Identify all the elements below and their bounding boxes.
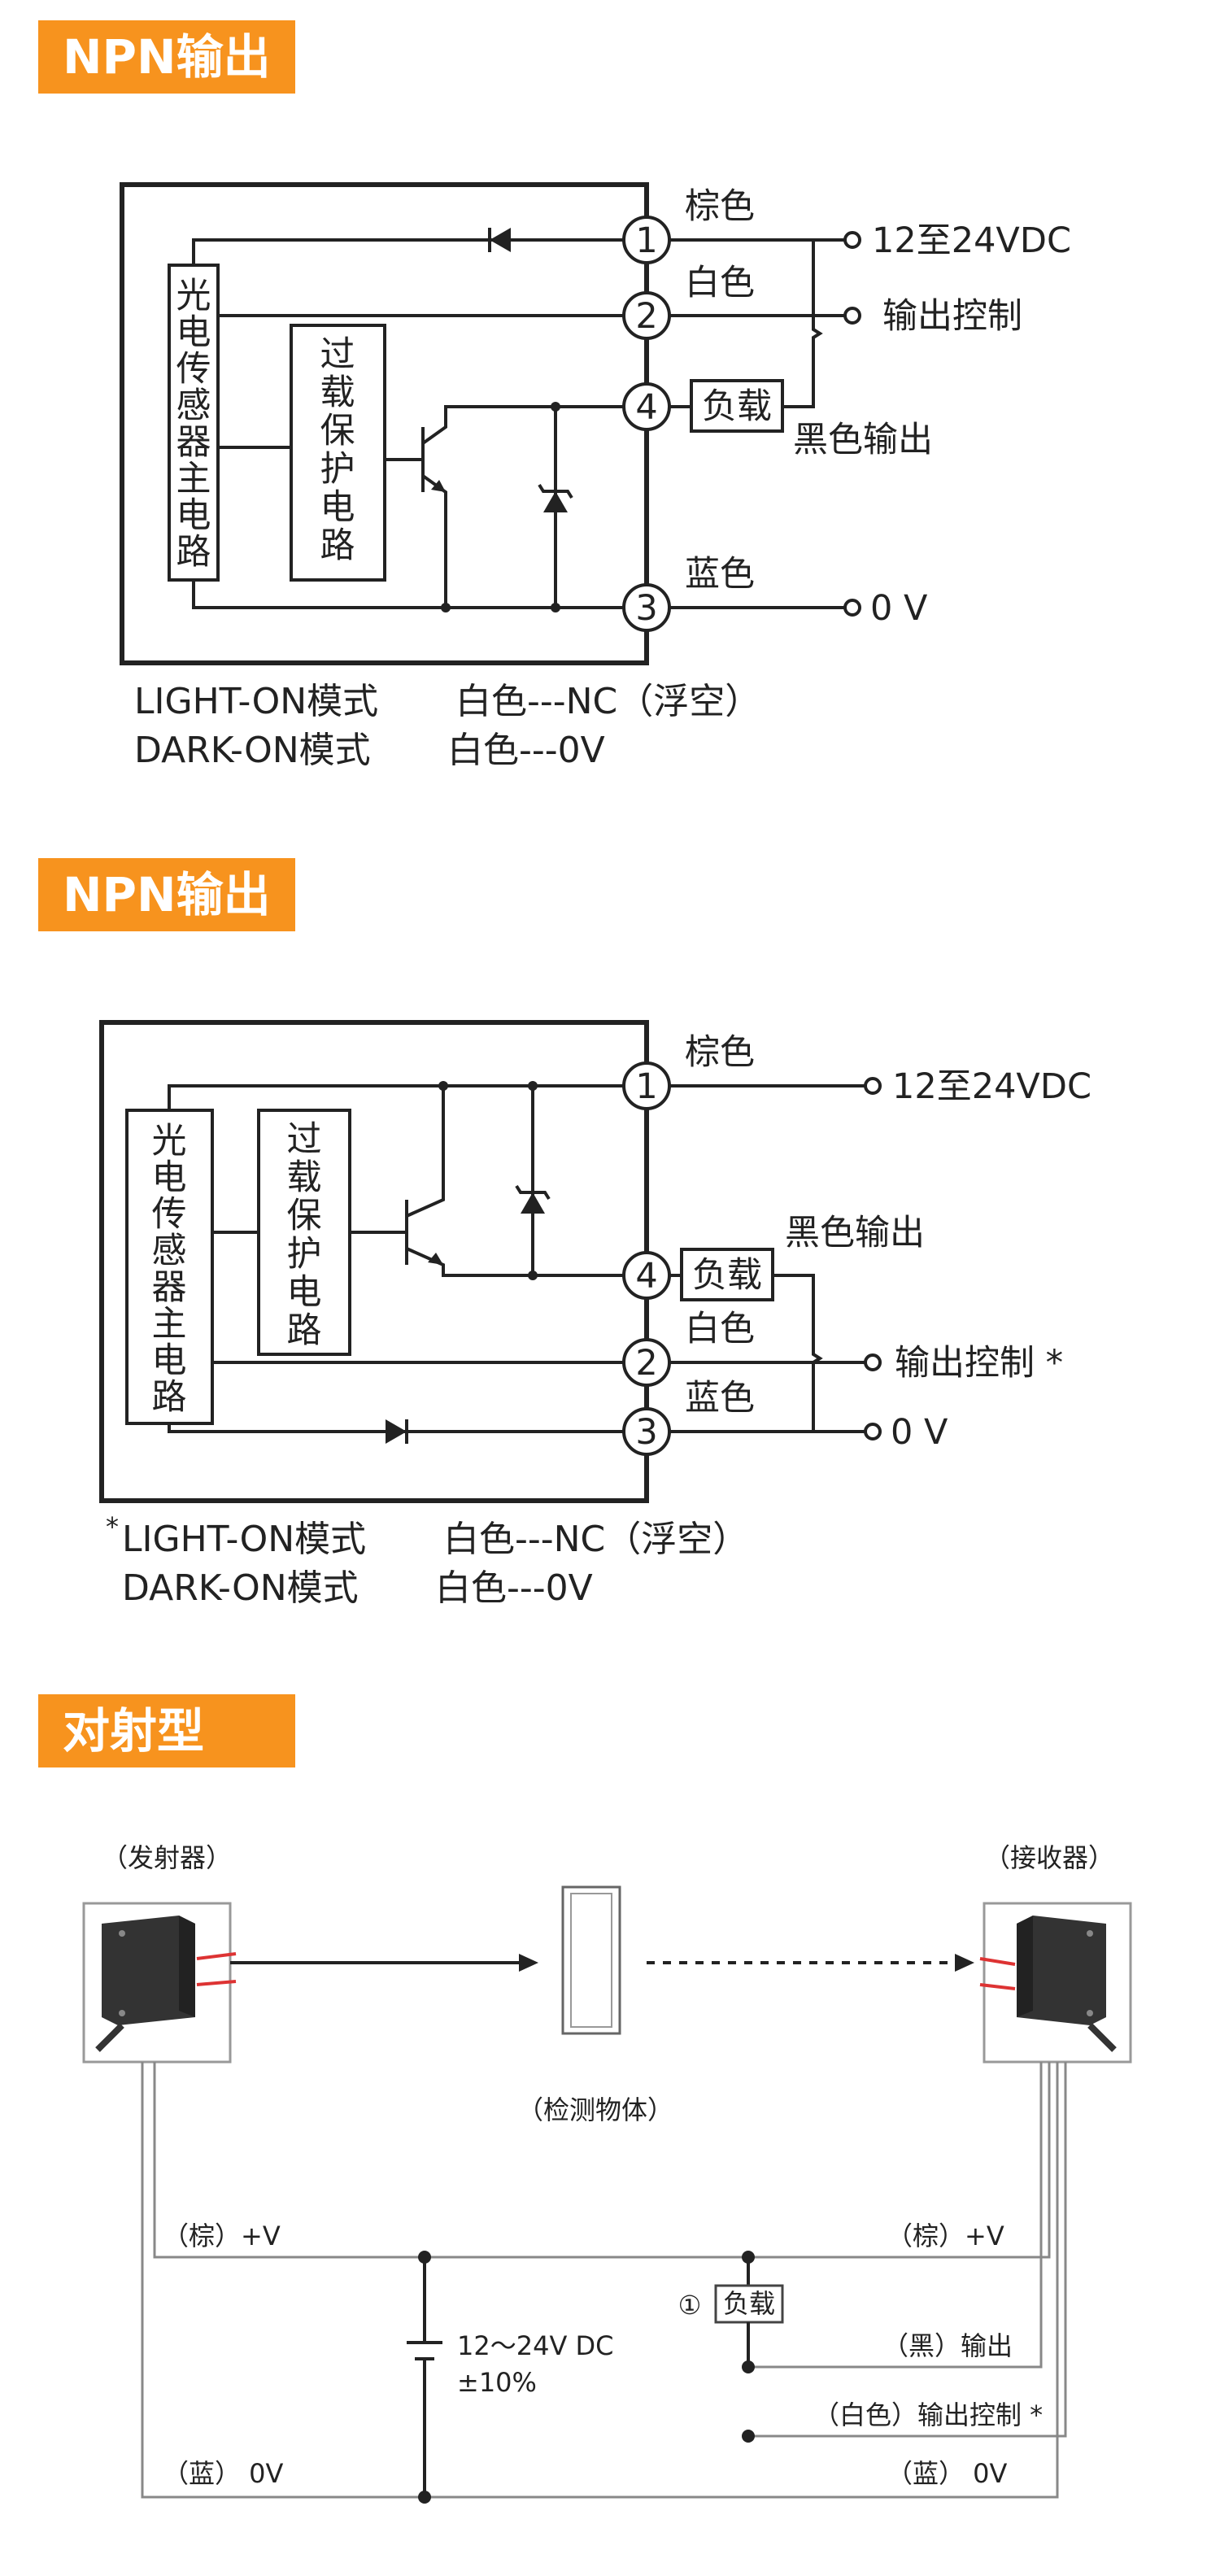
svg-text:护: 护	[287, 1234, 322, 1275]
supply-label-2: 12至24VDC	[892, 1066, 1091, 1107]
svg-text:传: 传	[152, 1194, 187, 1235]
svg-text:过: 过	[320, 334, 355, 375]
svg-text:电: 电	[176, 312, 211, 353]
blue-wire	[141, 2062, 1059, 2499]
section-header-npn-2: NPN输出	[38, 858, 295, 931]
blue-right-label: （蓝） 0V	[887, 2458, 1008, 2489]
mode-dark-on-value: 白色---0V	[447, 730, 605, 771]
black-output-label: 黑色输出	[793, 420, 933, 460]
main-circuit-label-2: 光 电 传 感 器 主 电 路	[152, 1121, 187, 1418]
svg-text:主: 主	[152, 1304, 187, 1345]
detection-object	[561, 1885, 621, 2035]
svg-text:1: 1	[635, 1066, 657, 1107]
svg-text:载: 载	[287, 1157, 322, 1198]
diode-icon-2	[386, 1419, 407, 1444]
supply-voltage-label: 12～24V DC	[457, 2330, 614, 2361]
svg-text:器: 器	[152, 1267, 187, 1308]
diode-icon	[490, 228, 511, 252]
wire2-white-label: 白色	[685, 1309, 755, 1349]
svg-text:电: 电	[320, 487, 355, 528]
svg-text:电: 电	[152, 1340, 187, 1381]
svg-text:路: 路	[152, 1377, 187, 1418]
overload-circuit-label: 过 载 保 护 电 路	[320, 334, 355, 566]
control-label-2: 输出控制 *	[895, 1343, 1063, 1384]
brown-wire	[153, 2062, 1051, 2259]
section-header-through-beam: 对射型	[38, 1694, 295, 1767]
svg-text:路: 路	[287, 1310, 322, 1351]
blue-left-label: （蓝） 0V	[163, 2458, 284, 2489]
svg-text:器: 器	[176, 422, 211, 463]
zener-diode-icon	[543, 491, 568, 512]
supply-tolerance-label: ±10%	[457, 2367, 537, 2398]
svg-text:过: 过	[287, 1119, 322, 1160]
svg-text:1: 1	[635, 220, 657, 261]
svg-text:4: 4	[635, 1256, 657, 1297]
control-label: 输出控制	[882, 296, 1022, 337]
svg-text:电: 电	[287, 1272, 322, 1313]
svg-text:电: 电	[176, 495, 211, 536]
svg-text:路: 路	[320, 525, 355, 566]
wire-blue-label: 蓝色	[685, 554, 755, 595]
wire2-blue-label: 蓝色	[685, 1378, 755, 1419]
svg-text:保: 保	[320, 411, 355, 451]
svg-text:保: 保	[287, 1196, 322, 1236]
white-wire	[748, 2062, 1067, 2438]
svg-text:电: 电	[152, 1157, 187, 1198]
svg-text:2: 2	[635, 1343, 657, 1384]
wire-1	[192, 238, 626, 265]
svg-text:3: 3	[635, 588, 657, 629]
svg-text:主: 主	[176, 459, 211, 499]
svg-text:3: 3	[635, 1412, 657, 1453]
receiver-sensor	[979, 1902, 1132, 2064]
npn-circuit-diagram-1: 光 电 传 感 器 主 电 路 过 载 保 护 电 路 1 2 4 3	[120, 182, 1071, 771]
wire-brown-label: 棕色	[685, 186, 755, 227]
black-output-label-2: 黑色输出	[785, 1213, 925, 1253]
svg-text:光: 光	[152, 1121, 187, 1162]
wire2-3	[168, 1423, 626, 1433]
wire2-1	[168, 1084, 626, 1110]
emitter-sensor	[82, 1902, 237, 2064]
mode-light-on: LIGHT-ON模式	[134, 681, 378, 722]
zener-diode-icon-2	[521, 1192, 545, 1214]
npn-circuit-diagram-2: 光 电 传 感 器 主 电 路 过 载 保 护 电 路 1 4 2 3 负载	[99, 1020, 1091, 1609]
svg-text:感: 感	[176, 386, 211, 426]
section-header-npn-1: NPN输出	[38, 20, 295, 94]
wire2-brown-label: 棕色	[685, 1032, 755, 1073]
overload-circuit-box	[290, 324, 386, 582]
overload-circuit-label-2: 过 载 保 护 电 路	[287, 1119, 322, 1351]
black-wire	[748, 2062, 1043, 2369]
svg-text:4: 4	[635, 387, 657, 428]
white-control-label: （白色）输出控制 *	[813, 2399, 1043, 2430]
wire-white-label: 白色	[685, 263, 755, 303]
svg-text:护: 护	[320, 449, 355, 490]
footnote-star: *	[106, 1511, 119, 1542]
through-beam-wiring-diagram: （发射器） （接收器） （检测物体） 负	[82, 1842, 1132, 2504]
svg-text:负载: 负载	[723, 2288, 775, 2319]
svg-text:路: 路	[176, 532, 211, 573]
svg-text:2: 2	[635, 296, 657, 337]
load-number: ①	[678, 2290, 702, 2321]
mode-dark-on-2: DARK-ON模式	[122, 1567, 359, 1609]
black-output-label-3: （黑）输出	[882, 2330, 1013, 2361]
svg-text:载: 载	[320, 373, 355, 413]
zero-volt-label: 0 V	[870, 588, 928, 629]
supply-label: 12至24VDC	[872, 220, 1071, 261]
svg-text:感: 感	[152, 1231, 187, 1271]
mode-dark-on-value-2: 白色---0V	[435, 1567, 593, 1609]
main-circuit-label: 光 电 传 感 器 主 电 路	[176, 276, 211, 573]
emitter-label: （发射器）	[102, 1842, 232, 1873]
mode-dark-on: DARK-ON模式	[134, 730, 371, 771]
mode-light-on-2: LIGHT-ON模式	[122, 1519, 366, 1560]
brown-right-label: （棕）+V	[887, 2221, 1004, 2251]
object-label: （检测物体）	[517, 2094, 673, 2125]
mode-light-on-value-2: 白色---NC（浮空）	[443, 1519, 748, 1560]
svg-text:负载: 负载	[702, 386, 772, 427]
svg-text:传: 传	[176, 349, 211, 390]
zero-volt-label-2: 0 V	[891, 1412, 948, 1453]
brown-left-label: （棕）+V	[163, 2221, 281, 2251]
svg-text:负载: 负载	[692, 1255, 762, 1296]
mode-light-on-value: 白色---NC（浮空）	[455, 681, 760, 722]
receiver-label: （接收器）	[984, 1842, 1114, 1873]
svg-text:光: 光	[176, 276, 211, 316]
